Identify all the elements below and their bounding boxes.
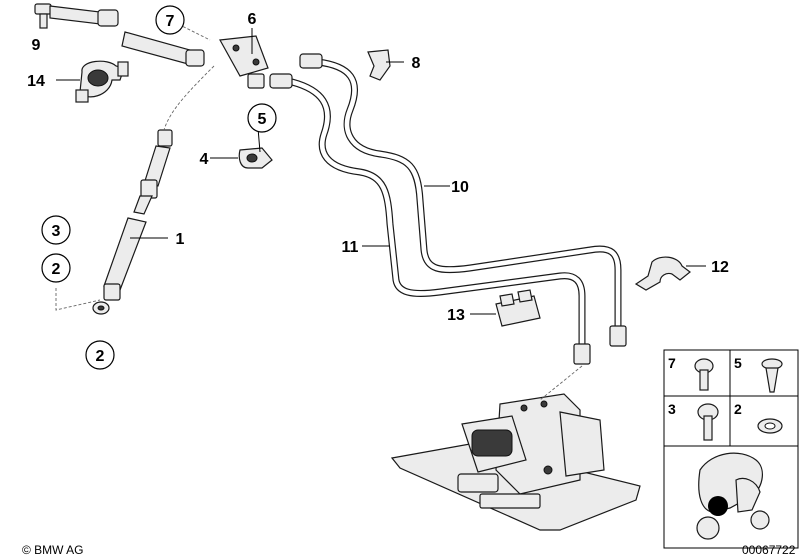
legend-label-5: 5	[734, 355, 742, 371]
holder-part-13[interactable]	[495, 289, 541, 327]
copyright-text: © BMW AG	[22, 543, 84, 557]
scooter-thumbnail[interactable]	[696, 452, 770, 540]
callout-2b-circle	[85, 340, 115, 370]
legend-label-2: 2	[734, 401, 742, 417]
legend-screw-5[interactable]: 5	[734, 355, 783, 393]
legend-bolt-3[interactable]: 3	[668, 401, 719, 441]
abs-unit[interactable]	[390, 393, 641, 531]
label-part-4[interactable]: 4	[200, 151, 209, 168]
image-number: 00067722	[742, 543, 796, 557]
label-part-7[interactable]: 7	[166, 13, 175, 30]
clip-part-4[interactable]	[238, 147, 273, 169]
callout-2a-circle	[41, 253, 71, 283]
legend-screw-7[interactable]: 7	[668, 355, 714, 391]
clip-part-12[interactable]	[634, 256, 691, 291]
label-part-12[interactable]: 12	[711, 259, 729, 276]
hose-part-9[interactable]	[34, 3, 205, 67]
legend-washer-2[interactable]: 2	[734, 401, 783, 434]
label-part-11[interactable]: 11	[342, 239, 359, 256]
label-part-3[interactable]: 3	[52, 223, 61, 240]
label-part-14[interactable]: 14	[27, 73, 45, 90]
label-part-5[interactable]: 5	[258, 111, 267, 128]
label-part-1[interactable]: 1	[176, 231, 185, 248]
label-part-2b[interactable]: 2	[96, 348, 105, 365]
legend-label-3: 3	[668, 401, 676, 417]
callout-7-circle	[155, 5, 185, 35]
label-part-8[interactable]: 8	[412, 55, 421, 72]
callout-5-circle	[247, 103, 277, 133]
label-part-6[interactable]: 6	[248, 11, 257, 28]
clip-part-8[interactable]	[367, 49, 391, 81]
leader-lines	[56, 28, 706, 315]
bracket-part-6[interactable]	[219, 35, 269, 89]
legend-label-7: 7	[668, 355, 676, 371]
legend-table: 7 5 3 2	[663, 349, 799, 549]
label-part-13[interactable]: 13	[447, 307, 465, 324]
label-part-9[interactable]: 9	[32, 37, 41, 54]
brake-pipes[interactable]	[269, 53, 627, 365]
label-part-10[interactable]: 10	[451, 179, 469, 196]
hose-part-1[interactable]	[92, 129, 173, 315]
callout-3-circle	[41, 215, 71, 245]
clamp-part-14[interactable]	[75, 60, 129, 103]
label-part-2a[interactable]: 2	[52, 261, 61, 278]
